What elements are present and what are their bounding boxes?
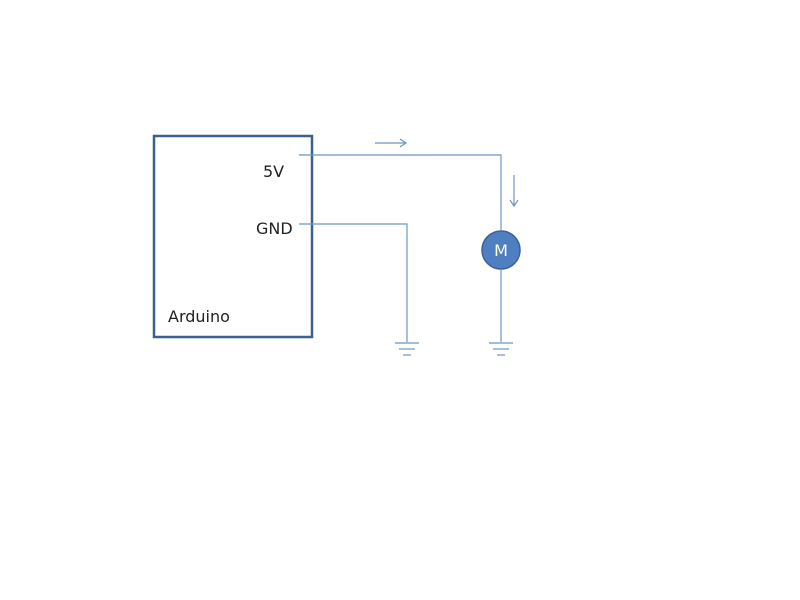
motor: M	[481, 230, 521, 270]
wire-5v	[299, 154, 502, 230]
motor-icon	[481, 230, 521, 270]
pin-gnd-label: GND	[256, 219, 293, 238]
ground-icon-motor	[489, 342, 513, 356]
arduino-board-label: Arduino	[168, 307, 230, 326]
ground-icon	[395, 342, 419, 356]
arduino-board-outline	[152, 134, 314, 339]
current-arrow-down-icon	[509, 175, 519, 208]
motor-label: M	[494, 241, 508, 260]
current-arrow-icon	[375, 138, 408, 148]
arduino-board: 5V GND Arduino	[152, 134, 314, 339]
pin-5v-label: 5V	[263, 162, 284, 181]
wire-gnd	[299, 223, 408, 342]
